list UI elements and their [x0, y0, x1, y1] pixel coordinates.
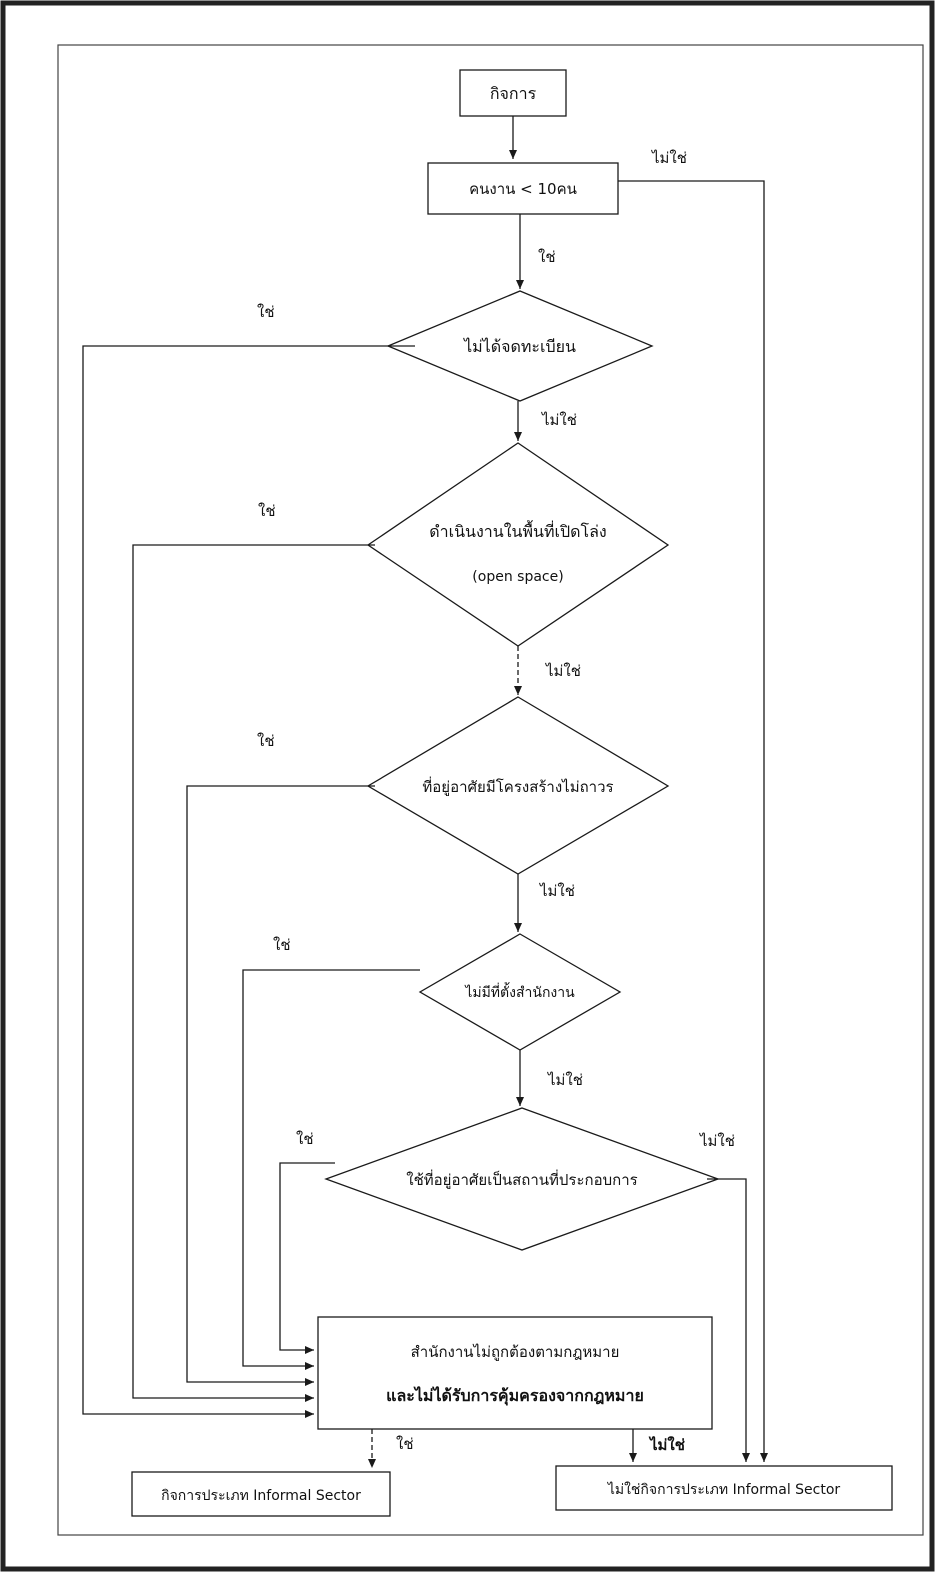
unregistered-label: ไม่ได้จดทะเบียน	[462, 337, 576, 356]
informal-box	[131, 1471, 391, 1517]
unregistered-diamond	[386, 290, 654, 402]
edge-label-homebusiness-no: ไม่ใช่	[699, 1132, 735, 1150]
open-space-label-1: ดำเนินงานในพื้นที่เปิดโล่ง	[429, 520, 606, 541]
edge-label-illegal-yes: ใช่	[396, 1435, 414, 1453]
not-informal-box	[555, 1465, 893, 1511]
edge-label-unregistered-no: ไม่ใช่	[541, 411, 577, 429]
edge-nooffice-yes	[242, 969, 420, 1370]
edge-label-nonpermanent-no: ไม่ใช่	[539, 882, 575, 900]
not-informal-label: ไม่ใช่กิจการประเภท Informal Sector	[607, 1481, 841, 1498]
no-office-label: ไม่มีที่ตั้งสำนักงาน	[464, 982, 575, 1001]
edge-label-homebusiness-yes: ใช่	[296, 1130, 314, 1148]
edge-label-nooffice-no: ไม่ใช่	[547, 1071, 583, 1089]
edge-unregistered-yes	[82, 345, 415, 1418]
non-permanent-label: ที่อยู่อาศัยมีโครงสร้างไม่ถาวร	[422, 776, 613, 796]
edge-label-workers-no: ไม่ใช่	[651, 149, 687, 167]
edge-label-workers-yes: ใช่	[538, 248, 556, 266]
open-space-label-2: (open space)	[472, 569, 563, 585]
edge-label-nooffice-yes: ใช่	[273, 936, 291, 954]
home-business-diamond	[324, 1107, 720, 1251]
edge-label-unregistered-yes: ใช่	[257, 303, 275, 321]
illegal-box	[317, 1316, 713, 1430]
workers-label: คนงาน < 10คน	[469, 180, 577, 198]
illegal-label-2: และไม่ได้รับการคุ้มครองจากกฎหมาย	[386, 1386, 644, 1406]
informal-label: กิจการประเภท Informal Sector	[161, 1488, 361, 1504]
illegal-label-1: สำนักงานไม่ถูกต้องตามกฎหมาย	[411, 1343, 620, 1361]
edge-homebusiness-yes	[279, 1162, 335, 1354]
edge-label-nonpermanent-yes: ใช่	[257, 732, 275, 750]
edge-label-openspace-no: ไม่ใช่	[545, 662, 581, 680]
edge-nonpermanent-yes	[186, 785, 375, 1386]
open-space-diamond	[366, 442, 670, 647]
inner-frame	[57, 44, 924, 1536]
workers-box	[427, 162, 619, 215]
edge-label-illegal-no: ไม่ใช่	[648, 1435, 685, 1454]
home-business-label: ใช้ที่อยู่อาศัยเป็นสถานที่ประกอบการ	[406, 1169, 637, 1189]
edge-label-openspace-yes: ใช่	[258, 502, 276, 520]
edge-homebusiness-no	[707, 1178, 750, 1462]
edge-openspace-yes	[132, 544, 375, 1402]
start-label: กิจการ	[490, 84, 537, 103]
edge-workers-no	[618, 180, 768, 1462]
